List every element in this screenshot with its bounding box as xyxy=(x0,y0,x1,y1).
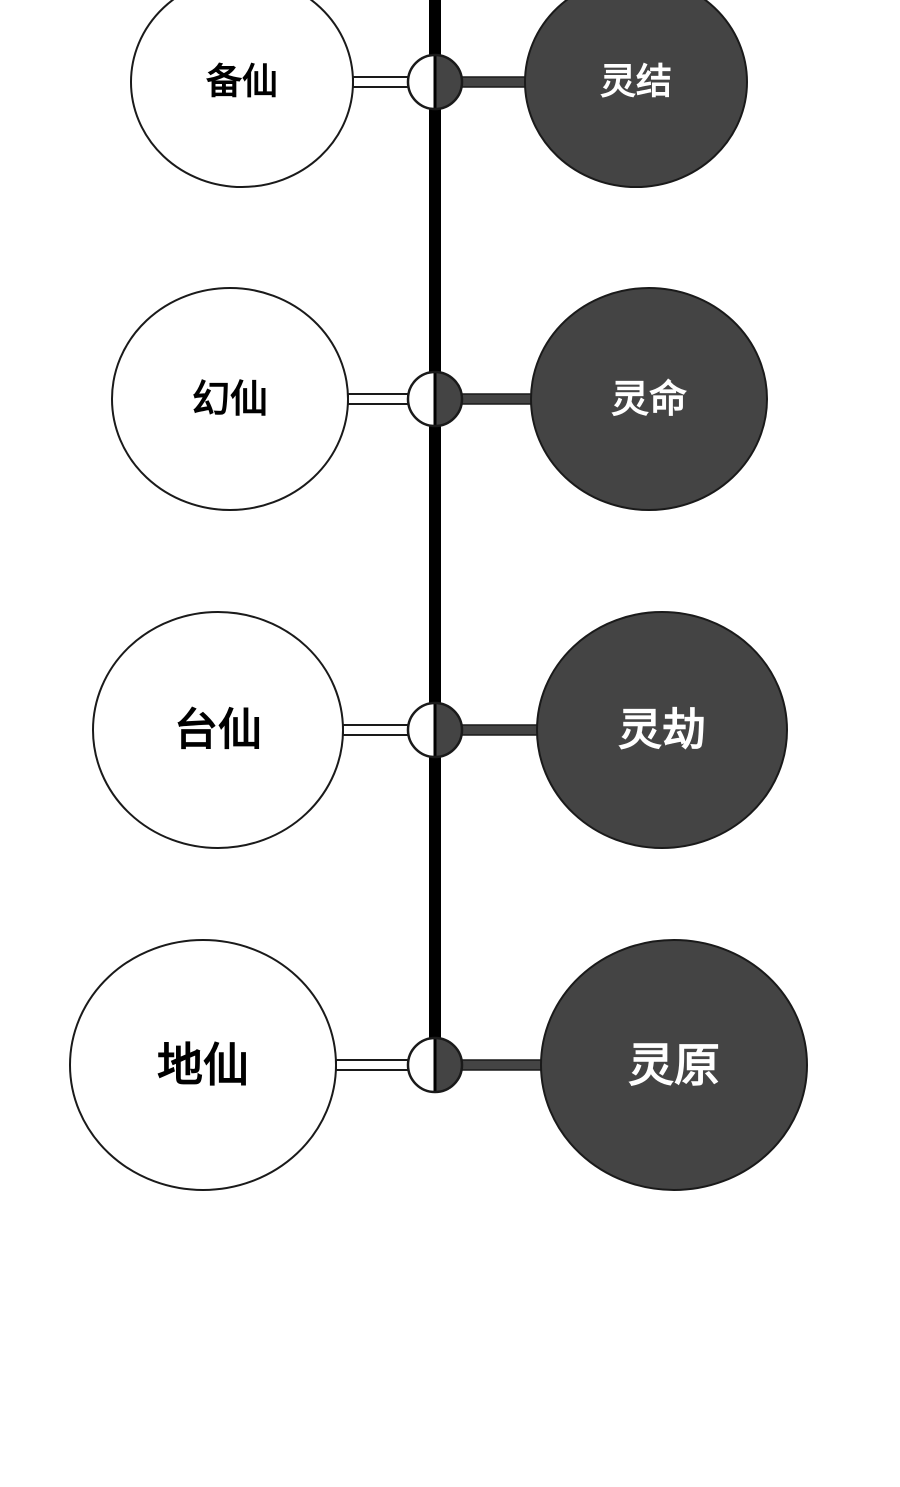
left-node-label: 台仙 xyxy=(174,705,262,756)
right-node xyxy=(530,287,768,511)
right-node xyxy=(524,0,748,188)
right-connector xyxy=(459,1059,544,1071)
left-connector xyxy=(352,76,409,88)
right-node-label: 灵原 xyxy=(628,1038,720,1092)
left-node xyxy=(69,939,337,1191)
left-node xyxy=(130,0,354,188)
timeline-row: 幻仙 灵命 xyxy=(111,287,768,511)
right-connector xyxy=(459,76,528,88)
junction-right-half xyxy=(435,55,462,109)
left-node-label: 地仙 xyxy=(157,1038,249,1092)
left-node xyxy=(111,287,349,511)
right-connector xyxy=(459,724,540,736)
junction-left-half xyxy=(408,1038,435,1092)
junction-node xyxy=(406,1036,464,1094)
junction-right-half xyxy=(435,372,462,426)
left-connector xyxy=(335,1059,409,1071)
timeline-row: 备仙 灵结 xyxy=(130,0,748,188)
timeline-row: 台仙 灵劫 xyxy=(92,611,788,849)
right-node xyxy=(540,939,808,1191)
right-node-label: 灵命 xyxy=(611,377,687,421)
right-connector xyxy=(459,393,534,405)
junction-left-half xyxy=(408,703,435,757)
right-node-label: 灵劫 xyxy=(618,705,706,756)
junction-left-half xyxy=(408,55,435,109)
left-node xyxy=(92,611,344,849)
left-connector xyxy=(347,393,409,405)
left-connector xyxy=(342,724,409,736)
left-node-label: 备仙 xyxy=(206,62,278,103)
junction-left-half xyxy=(408,372,435,426)
left-node-label: 幻仙 xyxy=(192,377,268,421)
timeline-row: 地仙 灵原 xyxy=(69,939,808,1191)
right-node-label: 灵结 xyxy=(600,62,672,103)
junction-node xyxy=(406,701,464,759)
junction-right-half xyxy=(435,1038,462,1092)
junction-node xyxy=(406,53,464,111)
junction-node xyxy=(406,370,464,428)
junction-right-half xyxy=(435,703,462,757)
right-node xyxy=(536,611,788,849)
